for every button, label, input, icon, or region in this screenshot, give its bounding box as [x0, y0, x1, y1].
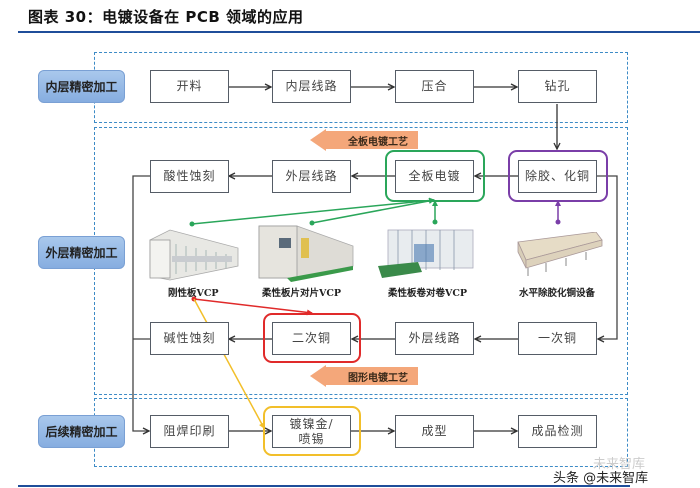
horizontal-desmear-image	[517, 232, 603, 276]
watermark-faded: 未来智库	[593, 457, 646, 472]
step-acid-etch: 酸性蚀刻	[150, 160, 229, 193]
ni-au-line2: 喷锡	[298, 431, 325, 446]
step-inner-circuit: 内层线路	[272, 70, 351, 103]
watermark-text: 头条 @未来智库	[553, 471, 649, 486]
caption-desmear-equipment: 水平除胶化铜设备	[519, 288, 596, 299]
left-arrow-icon	[310, 129, 326, 151]
step-alkaline-etch: 碱性蚀刻	[150, 322, 229, 355]
banner-panel-plating-text: 全板电镀工艺	[348, 136, 408, 148]
rigid-vcp-image	[149, 229, 239, 281]
flex-roll-vcp-image	[378, 229, 474, 278]
flex-sheet-vcp-image	[258, 225, 354, 282]
banner-pattern-plating-text: 图形电镀工艺	[348, 372, 408, 384]
bottom-rule	[18, 485, 630, 487]
banner-panel-plating: 全板电镀工艺	[310, 129, 418, 151]
step-routing: 成型	[395, 415, 474, 448]
yellow-link	[193, 298, 265, 429]
step-first-copper: 一次铜	[518, 322, 597, 355]
step-desmear-pth: 除胶、化铜	[518, 160, 597, 193]
caption-flex-roll-vcp: 柔性板卷对卷VCP	[388, 288, 468, 299]
highlight-desmear	[508, 150, 608, 202]
step-final-inspection: 成品检测	[518, 415, 597, 448]
highlight-second-cu	[263, 313, 361, 363]
step-outer-circuit-b: 外层线路	[395, 322, 474, 355]
section-label-inner: 内层精密加工	[38, 70, 125, 103]
caption-flex-sheet-vcp: 柔性板片对片VCP	[262, 288, 342, 299]
step-solder-mask: 阻焊印刷	[150, 415, 229, 448]
step-drilling: 钻孔	[518, 70, 597, 103]
ni-au-line1: 镀镍金/	[289, 416, 334, 431]
step-lamination: 压合	[395, 70, 474, 103]
left-arrow-icon	[310, 365, 326, 387]
arrow-loop-left	[132, 175, 150, 431]
red-link	[193, 298, 313, 316]
banner-pattern-plating: 图形电镀工艺	[310, 365, 418, 387]
watermark: 未来智库 头条 @未来智库	[553, 457, 649, 486]
step-outer-circuit-a: 外层线路	[272, 160, 351, 193]
step-cutting: 开料	[150, 70, 229, 103]
title-rule	[18, 31, 700, 33]
highlight-ni-au	[263, 406, 361, 456]
green-link-rigid	[191, 197, 435, 225]
step-panel-plating: 全板电镀	[395, 160, 474, 193]
section-label-post: 后续精密加工	[38, 415, 125, 448]
step-ni-au-hasl: 镀镍金/ 喷锡	[272, 415, 351, 448]
highlight-panel-plating	[385, 150, 485, 202]
caption-rigid-vcp: 刚性板VCP	[168, 288, 219, 299]
green-link-sheet	[311, 197, 435, 224]
section-label-outer: 外层精密加工	[38, 236, 125, 269]
figure-title: 图表 30：电镀设备在 PCB 领域的应用	[28, 8, 304, 26]
step-second-copper: 二次铜	[272, 322, 351, 355]
